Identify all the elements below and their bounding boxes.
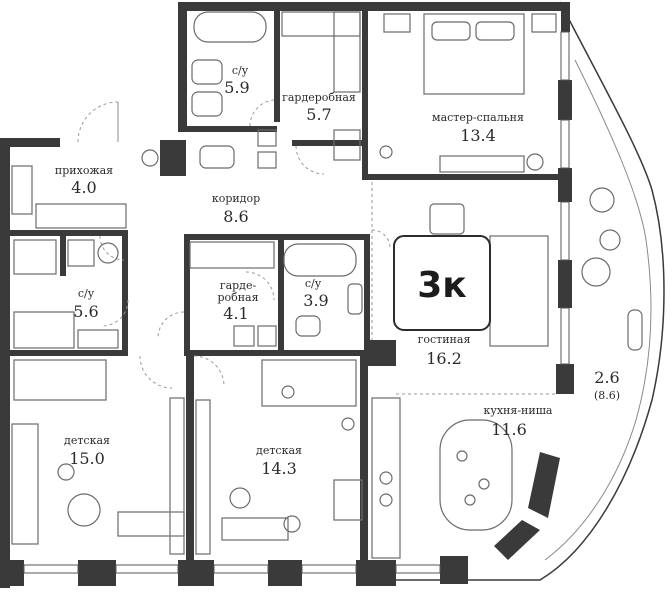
room-area: 16.2 [426, 349, 462, 368]
room-kids-room-2: детская 14.3 [256, 444, 302, 478]
room-bath-2: с/у 5.6 [73, 287, 98, 321]
windows [23, 31, 570, 574]
room-area: 5.7 [306, 105, 331, 124]
room-name: гардеробная [282, 91, 356, 104]
doors [77, 99, 391, 389]
room-name: детская [64, 434, 110, 447]
room-name: с/у [78, 287, 95, 300]
room-area: 14.3 [261, 459, 297, 478]
room-area: 15.0 [69, 449, 105, 468]
room-kitchen-niche: кухня-ниша 11.6 [484, 404, 553, 439]
room-name: гостиная [418, 333, 471, 346]
room-name-line1: гарде- [220, 279, 257, 292]
room-name: с/у [232, 64, 249, 77]
room-name: детская [256, 444, 302, 457]
room-bath-1: с/у 5.9 [224, 64, 249, 97]
room-area: 3.9 [303, 291, 328, 310]
room-area: 11.6 [491, 420, 527, 439]
outer-walls [0, 2, 574, 588]
room-bath-3: с/у 3.9 [303, 277, 328, 310]
room-master-bedroom: мастер-спальня 13.4 [432, 111, 524, 145]
apartment-type-badge: 3к [393, 235, 491, 331]
room-balcony: 2.6 (8.6) [594, 368, 620, 402]
room-name-line2: робная [217, 291, 258, 304]
furniture [11, 11, 643, 559]
room-hallway: прихожая 4.0 [55, 164, 113, 197]
room-living-room: гостиная 16.2 [418, 333, 471, 368]
room-area: 8.6 [223, 207, 248, 226]
room-area: 2.6 [594, 368, 619, 387]
room-area-full: (8.6) [594, 389, 620, 402]
room-area: 5.6 [73, 302, 98, 321]
room-corridor: коридор 8.6 [212, 192, 260, 226]
room-wardrobe: гардеробная 5.7 [282, 91, 356, 124]
room-area: 4.0 [71, 178, 96, 197]
room-area: 4.1 [223, 304, 248, 323]
interior-walls [10, 2, 560, 566]
room-name: коридор [212, 192, 260, 205]
badge-text: 3к [417, 265, 466, 306]
room-kids-room-1: детская 15.0 [64, 434, 110, 468]
room-area: 5.9 [224, 78, 249, 97]
room-small-wardrobe: гарде- робная 4.1 [217, 279, 258, 323]
room-name: кухня-ниша [484, 404, 553, 417]
balcony-outline [395, 1, 665, 581]
room-area: 13.4 [460, 126, 496, 145]
room-name: мастер-спальня [432, 111, 524, 124]
room-name: с/у [305, 277, 322, 290]
room-name: прихожая [55, 164, 113, 177]
